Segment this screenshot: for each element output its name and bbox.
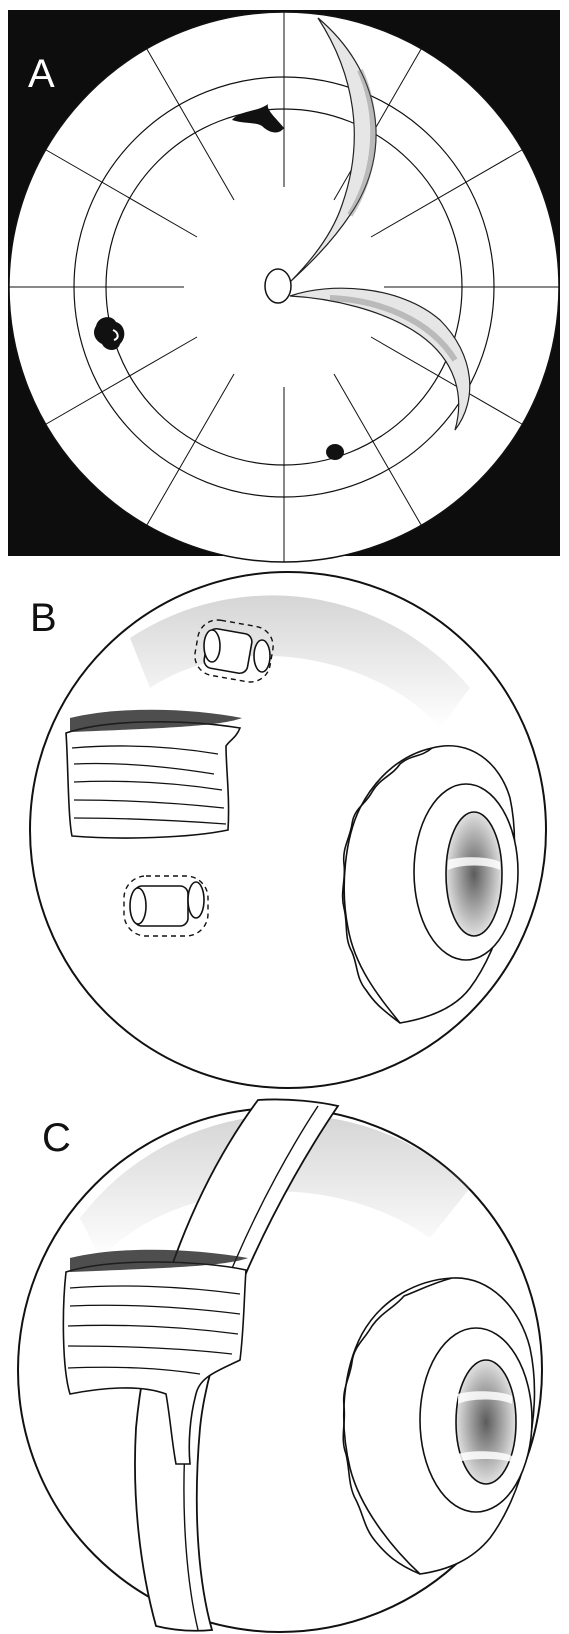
pupil bbox=[446, 812, 502, 936]
panel-label-a: A bbox=[28, 54, 55, 94]
optic-disc bbox=[265, 269, 291, 303]
pupil bbox=[456, 1360, 516, 1484]
retinal-hole-lower bbox=[326, 444, 344, 460]
panel-label-b: B bbox=[30, 598, 57, 638]
panel-c: C bbox=[0, 1098, 569, 1634]
eyeball-illustration-b bbox=[0, 568, 569, 1098]
panel-label-c: C bbox=[42, 1118, 71, 1158]
fundus-chart bbox=[0, 0, 569, 568]
eyeball-illustration-c bbox=[0, 1098, 569, 1634]
panel-a: A bbox=[0, 0, 569, 568]
panel-b: B bbox=[0, 568, 569, 1098]
rectus-muscle-stump bbox=[66, 722, 240, 838]
